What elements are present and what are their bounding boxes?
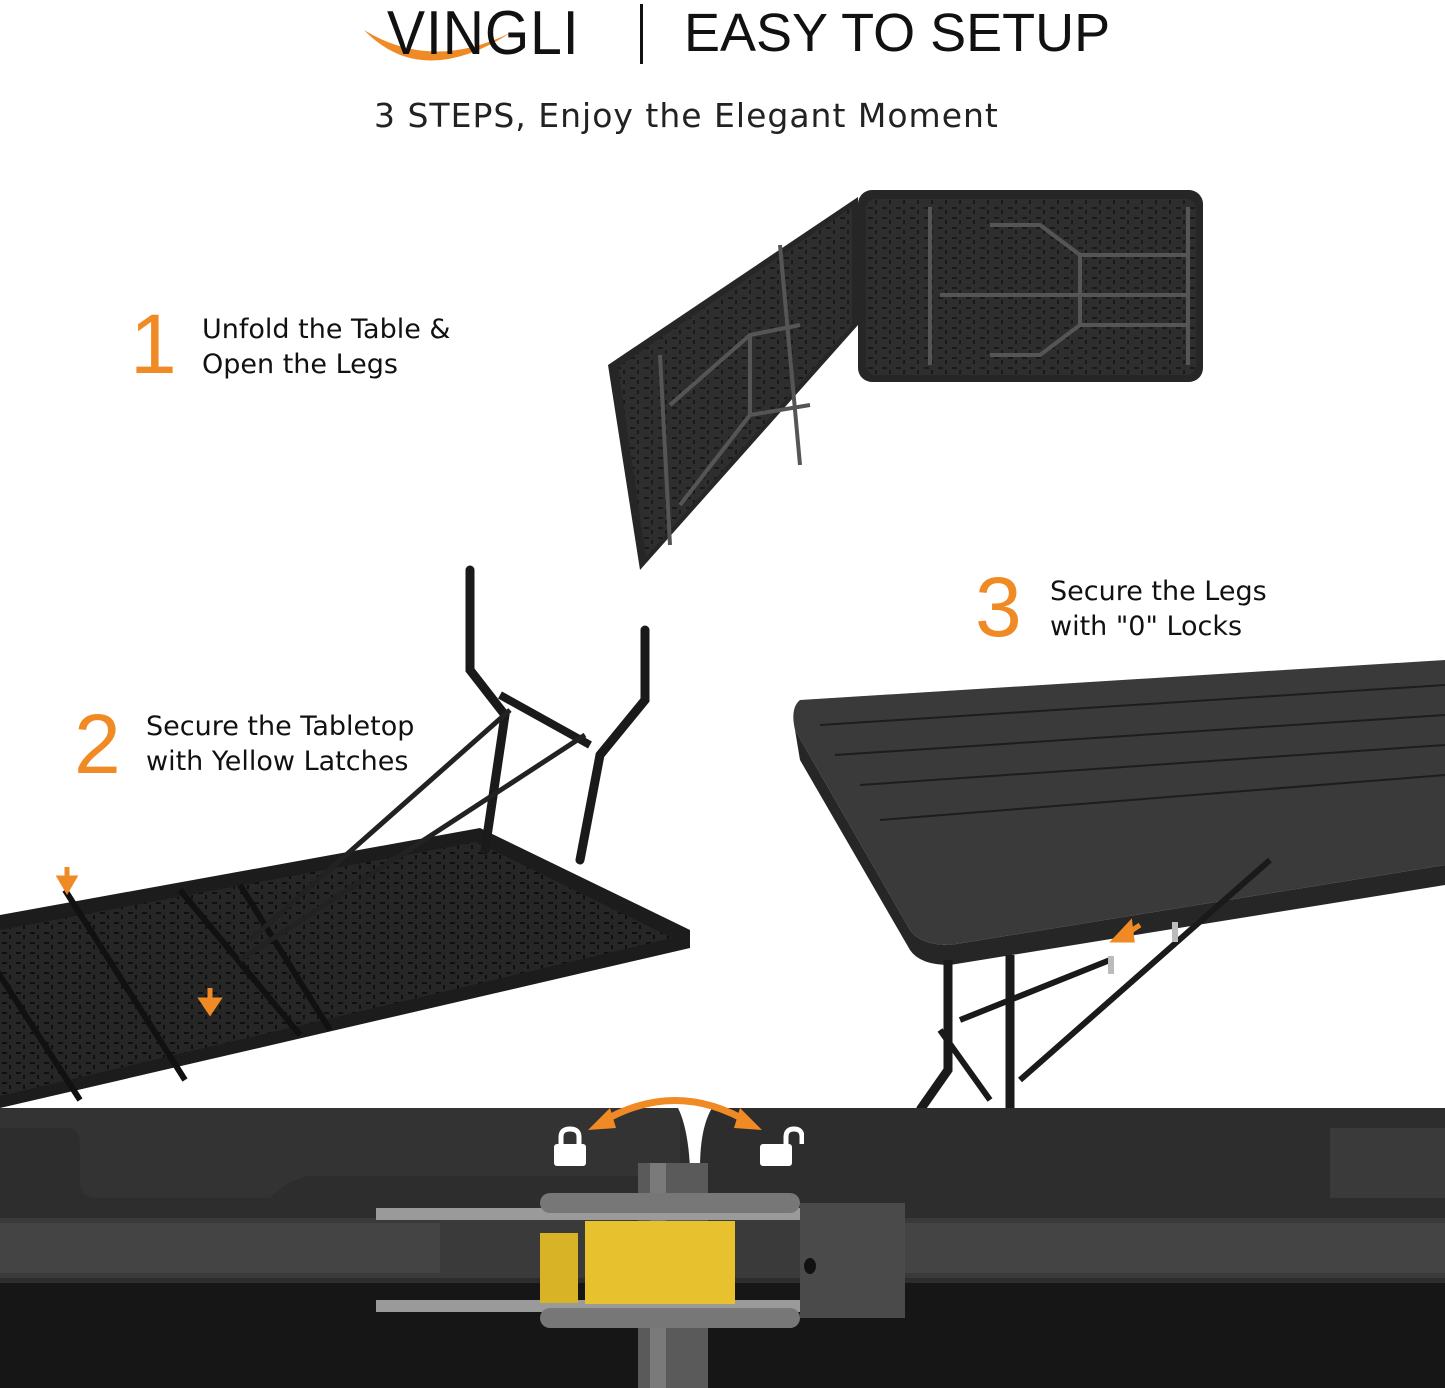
- brand-name: VINGLI: [387, 0, 580, 68]
- hinge-detail-image: [0, 1108, 1445, 1388]
- step-3-text: Secure the Legs with "0" Locks: [1050, 574, 1267, 644]
- header-divider: [640, 4, 643, 64]
- table-latches-image: [0, 565, 690, 1108]
- unfolded-table-image: [608, 190, 1203, 570]
- step-3-line-1: Secure the Legs: [1050, 576, 1267, 607]
- step-2-line-1: Secure the Tabletop: [146, 711, 415, 742]
- latch-side: [540, 1233, 578, 1303]
- table-legs-lock-image: [793, 660, 1445, 1110]
- step-2-line-2: with Yellow Latches: [146, 746, 409, 777]
- step-3-number: 3: [975, 560, 1022, 654]
- double-arc-arrow-icon: [588, 1097, 762, 1130]
- step-3-line-2: with "0" Locks: [1050, 611, 1243, 642]
- hinge-closeup: [0, 1108, 1445, 1388]
- brand-logo: VINGLI: [362, 0, 622, 70]
- step-1-text: Unfold the Table & Open the Legs: [202, 312, 450, 382]
- step-1-line-1: Unfold the Table &: [202, 314, 451, 345]
- lock-closed-icon: [554, 1126, 586, 1166]
- logo-swoosh-icon: [364, 30, 512, 61]
- lock-open-icon: [760, 1126, 804, 1166]
- page-title: EASY TO SETUP: [684, 3, 1111, 63]
- step-2-number: 2: [74, 697, 121, 791]
- page-subtitle: 3 STEPS, Enjoy the Elegant Moment: [374, 96, 999, 135]
- step-1-line-2: Open the Legs: [202, 349, 398, 380]
- step-2-text: Secure the Tabletop with Yellow Latches: [146, 709, 414, 779]
- step-1-number: 1: [130, 297, 177, 391]
